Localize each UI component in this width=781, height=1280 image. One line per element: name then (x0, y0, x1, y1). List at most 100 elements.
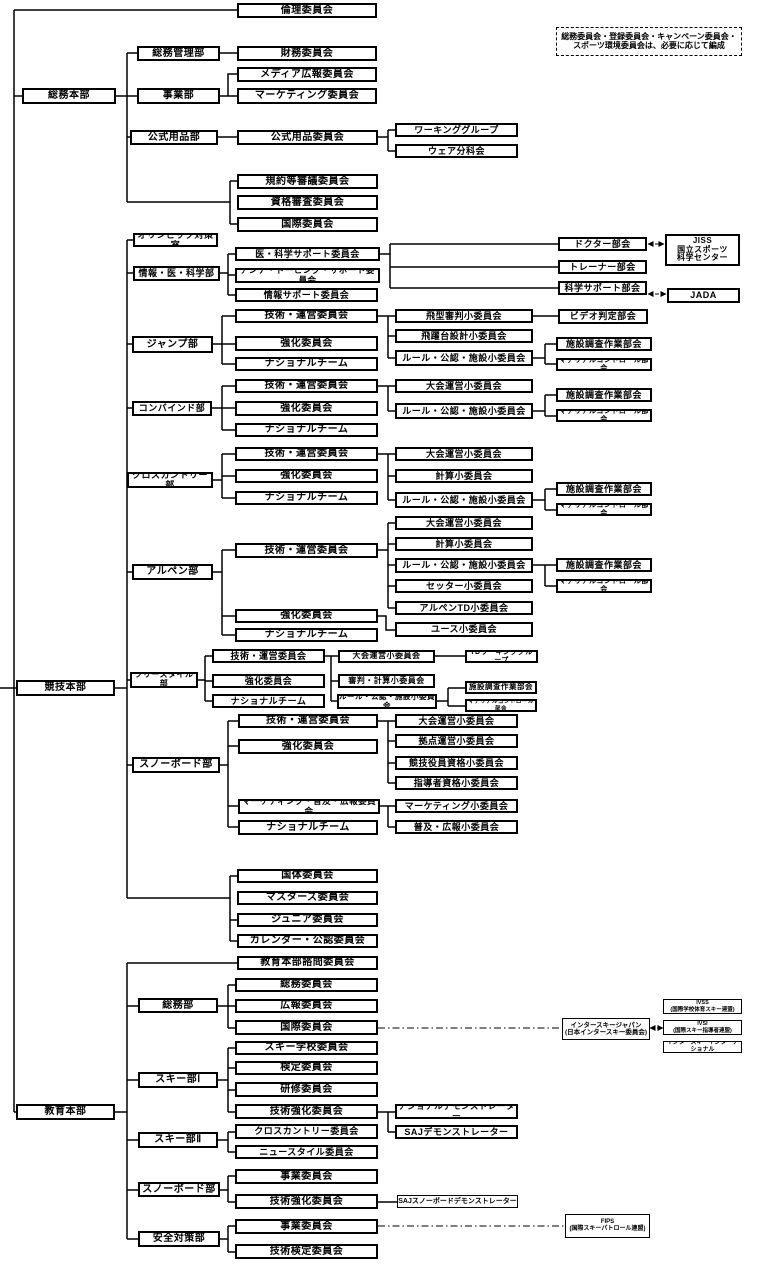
node-edu-koho-iinkai: 広報委員会 (235, 999, 378, 1013)
node-fukyu-koho-sho-iinkai: 普及・広報小委員会 (395, 820, 518, 834)
node-olympic-taisaku-shitsu: オリンピック対策室 (133, 233, 218, 247)
node-alpen-taikai-unei-sho: 大会運営小委員会 (395, 516, 533, 530)
node-masters-iinkai: マスターズ委員会 (237, 891, 378, 905)
node-kenshu-iinkai: 研修委員会 (235, 1082, 378, 1097)
node-combined-taikai-unei-sho: 大会運営小委員会 (395, 379, 533, 393)
node-koshiki-yohin-bu: 公式用品部 (130, 130, 218, 145)
node-jada: JADA (667, 288, 740, 303)
node-kyoten-unei-sho-iinkai: 拠点運営小委員会 (395, 734, 518, 748)
node-kokutai-iinkai: 国体委員会 (237, 869, 378, 883)
node-gijutsu-kentei-iinkai: 技術検定委員会 (235, 1244, 378, 1259)
node-combined-rule-konin-shisetsu: ルール・公認・施設小委員会 (395, 403, 533, 419)
node-jump-shisetsu-chosa-bukai: 施設調査作業部会 (556, 337, 652, 351)
node-alpen-rule-konin-shisetsu: ルール・公認・施設小委員会 (395, 558, 533, 573)
node-calendar-konin-iinkai: カレンダー・公認委員会 (237, 934, 378, 948)
node-new-style-iinkai: ニュースタイル委員会 (235, 1145, 378, 1159)
node-xc-gijutsu-unei-iinkai: 技術・運営委員会 (235, 447, 378, 461)
node-joho-i-kagaku-bu: 情報・医・科学部 (133, 266, 220, 281)
node-kentei-iinkai: 検定委員会 (235, 1061, 378, 1075)
node-ivss: IVSS (国際学校体育スキー連盟) (663, 999, 742, 1014)
node-ski-bu-2: スキー部Ⅱ (138, 1132, 218, 1148)
node-edu-kokusai-iinkai: 国際委員会 (235, 1020, 378, 1035)
node-fs-national-team: ナショナルチーム (212, 694, 325, 708)
node-combined-gijutsu-unei-iinkai: 技術・運営委員会 (235, 379, 378, 393)
node-marketing-iinkai: マーケティング委員会 (237, 88, 377, 104)
node-kagaku-support-bukai: 科学サポート部会 (558, 281, 647, 295)
node-alpen-national-team: ナショナルチーム (235, 628, 378, 642)
node-anzen-taisaku-bu: 安全対策部 (138, 1231, 220, 1247)
node-xc-keisan-sho-iinkai: 計算小委員会 (395, 469, 533, 483)
node-joho-support-iinkai: 情報サポート委員会 (235, 288, 378, 302)
node-kyoiku-honbu-shimon-iinkai: 教育本部諮問委員会 (237, 956, 378, 970)
node-hiyakudai-sekkei-sho-iinkai: 飛躍台設計小委員会 (395, 329, 533, 343)
node-sb-gijutsu-unei-iinkai: 技術・運営委員会 (238, 714, 378, 728)
node-combined-kyoka-iinkai: 強化委員会 (235, 401, 378, 416)
node-fs-taikai-unei-sho: 大会運営小委員会 (338, 650, 435, 663)
node-xc-shisetsu-chosa-bukai: 施設調査作業部会 (556, 482, 652, 496)
node-national-demonstrator: ナショナルデモンストレーター (395, 1104, 518, 1119)
node-i-kagaku-support-iinkai: 医・科学サポート委員会 (235, 247, 380, 261)
node-interski-international: インタースキーインターナショナル (663, 1041, 742, 1053)
node-alpen-kyoka-iinkai: 強化委員会 (235, 609, 378, 623)
node-working-group: ワーキンググループ (395, 123, 518, 137)
node-combined-bu: コンバインド部 (132, 401, 212, 416)
node-video-hantei-bukai: ビデオ判定部会 (558, 309, 648, 324)
node-fs-rule-konin-shisetsu: ルール・公認・施設小委員会 (337, 694, 437, 709)
node-sb-kyoka-iinkai: 強化委員会 (238, 739, 378, 754)
node-jigyo-bu: 事業部 (137, 88, 220, 104)
node-saj-demonstrator: SAJデモンストレーター (395, 1125, 518, 1139)
node-alpen-material-control-bukai: マテリアルコントロール部会 (556, 579, 652, 593)
node-edu-somu-iinkai: 総務委員会 (235, 978, 378, 992)
node-shikaku-shinsa-iinkai: 資格審査委員会 (237, 195, 378, 210)
node-jump-bu: ジャンプ部 (132, 336, 213, 353)
node-alpen-td-sho-iinkai: アルペンTD小委員会 (395, 601, 533, 615)
node-ski-gakko-iinkai: スキー学校委員会 (235, 1041, 378, 1055)
node-interski-japan: インタースキージャパン (日本インタースキー委員会) (562, 1018, 650, 1040)
node-combined-shisetsu-chosa-bukai: 施設調査作業部会 (556, 388, 652, 402)
node-gijutsu-kyoka-iinkai-ski1: 技術強化委員会 (235, 1104, 378, 1119)
node-anti-doping-support-iinkai: アンチ・ドーピング・サポート委員会 (235, 268, 380, 283)
node-koshiki-yohin-iinkai: 公式用品委員会 (237, 130, 378, 145)
node-alpen-shisetsu-chosa-bukai: 施設調査作業部会 (556, 558, 652, 572)
node-sb-marketing-fukyu-koho-iinkai: マーケティング・普及・広報委員会 (238, 799, 380, 814)
node-hikei-shinpan-sho-iinkai: 飛型審判小委員会 (395, 309, 533, 323)
node-jump-gijutsu-unei-iinkai: 技術・運営委員会 (235, 309, 378, 323)
node-alpen-keisan-sho-iinkai: 計算小委員会 (395, 537, 533, 551)
node-fs-shinpan-keisan-sho: 審判・計算小委員会 (338, 674, 435, 688)
node-media-koho-iinkai: メディア広報委員会 (237, 67, 377, 82)
node-freestyle-bu: フリースタイル部 (130, 672, 198, 688)
node-kyogi-honbu: 競技本部 (16, 680, 115, 696)
node-somu-honbu: 総務本部 (22, 88, 116, 104)
node-ivsi: IVSI (国際スキー指導者連盟) (663, 1020, 742, 1035)
node-fs-material-control-bukai: マテリアルコントロール部会 (465, 699, 537, 712)
node-edu-snowboard-bu: スノーボード部 (138, 1182, 220, 1197)
node-wear-bunkakai: ウェア分科会 (395, 144, 518, 158)
node-alpen-gijutsu-unei-iinkai: 技術・運営委員会 (235, 543, 378, 558)
node-kyoiku-honbu: 教育本部 (16, 1104, 115, 1120)
node-fips: FIPS (国際スキーパトロール連盟) (565, 1214, 650, 1238)
node-td-working-group: TDワーキンググループ (465, 650, 538, 663)
connector (227, 73, 237, 96)
node-sb-national-team: ナショナルチーム (238, 820, 378, 835)
node-snowboard-bu: スノーボード部 (132, 757, 220, 773)
node-anzen-jigyo-iinkai: 事業委員会 (235, 1219, 378, 1234)
node-xc-taikai-unei-sho: 大会運営小委員会 (395, 447, 533, 461)
node-fs-shisetsu-chosa-bukai: 施設調査作業部会 (465, 681, 537, 694)
node-combined-material-control-bukai: マテリアルコントロール部会 (556, 409, 652, 422)
node-jump-rule-konin-shisetsu: ルール・公認・施設小委員会 (395, 350, 533, 366)
node-rinri-iinkai: 倫理委員会 (237, 3, 377, 18)
node-zaimu-iinkai: 財務委員会 (237, 46, 377, 61)
node-edu-sb-jigyo-iinkai: 事業委員会 (235, 1169, 378, 1184)
node-trainer-bukai: トレーナー部会 (558, 260, 647, 274)
node-doctor-bukai: ドクター部会 (558, 237, 647, 251)
node-alpen-bu: アルペン部 (132, 564, 213, 580)
node-sb-marketing-sho-iinkai: マーケティング小委員会 (395, 799, 518, 813)
node-jiss: JISS 国立スポーツ 科学センター (665, 234, 740, 266)
node-kyogi-yakuin-shikaku-sho: 競技役員資格小委員会 (395, 756, 518, 770)
node-fs-kyoka-iinkai: 強化委員会 (212, 674, 325, 688)
connector (378, 615, 395, 631)
node-xc-rule-konin-shisetsu: ルール・公認・施設小委員会 (395, 492, 533, 508)
node-xc-national-team: ナショナルチーム (235, 491, 378, 505)
node-youth-sho-iinkai: ユース小委員会 (395, 622, 533, 637)
